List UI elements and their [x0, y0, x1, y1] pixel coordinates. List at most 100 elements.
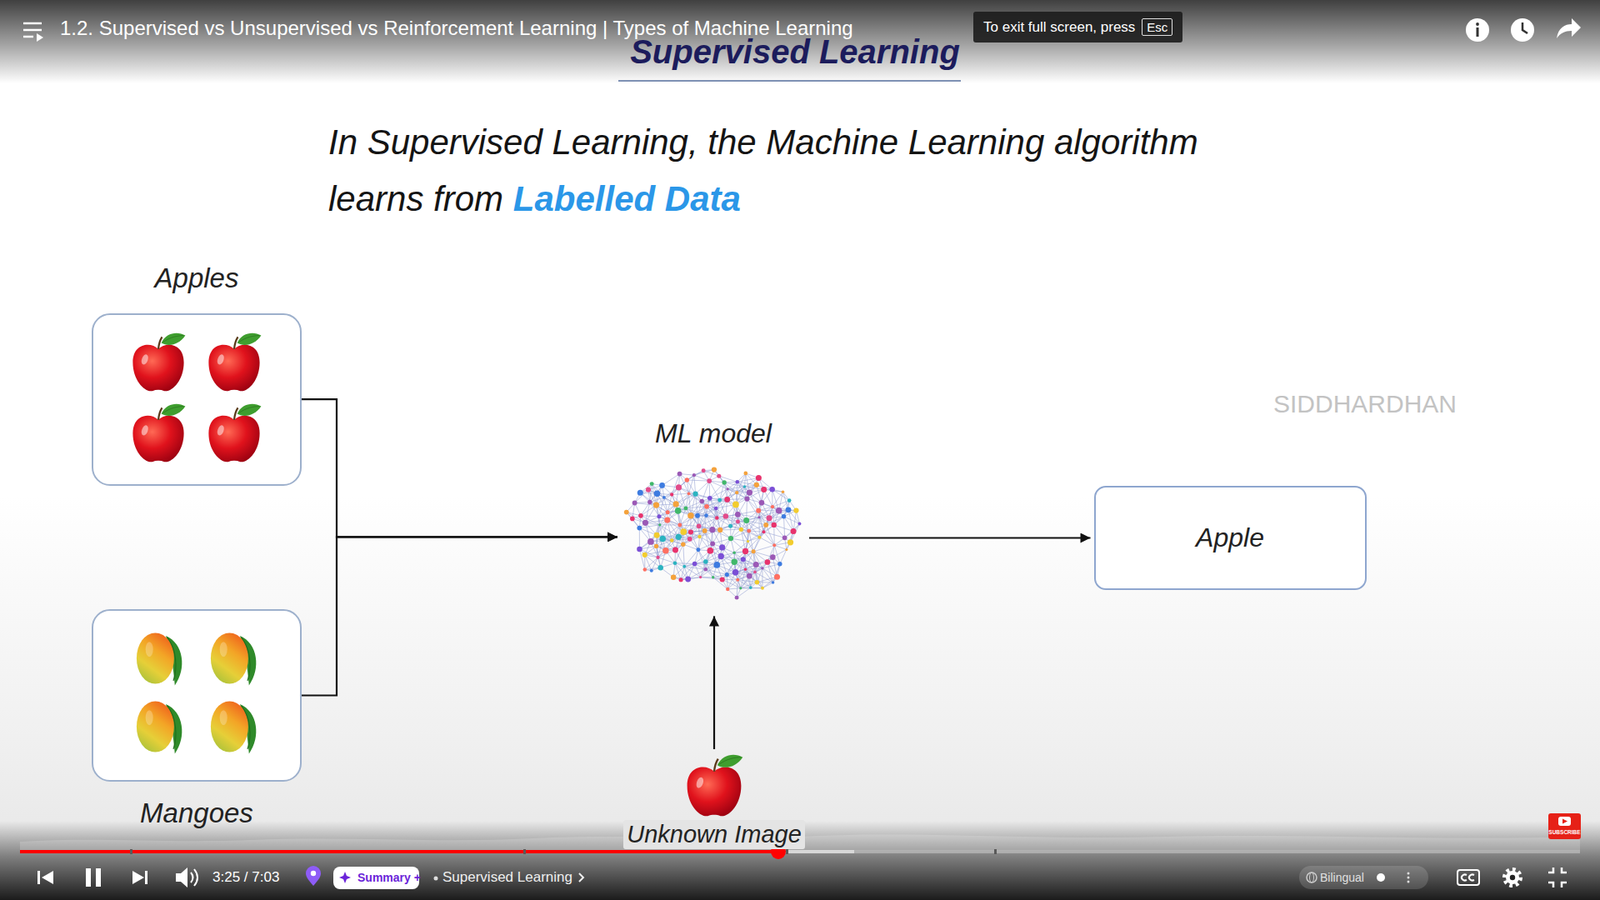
output-label: Apple [1195, 521, 1265, 554]
neural-dot [630, 516, 635, 522]
neural-dot [687, 492, 691, 496]
neural-dot [785, 548, 788, 551]
summary-button: Summary + [357, 870, 421, 885]
neural-dot [777, 561, 782, 566]
fruit-picture [136, 700, 183, 754]
neural-link [753, 551, 773, 558]
subtitle-box: Bilingual [1320, 870, 1365, 885]
neural-link [767, 562, 774, 584]
subtitle-pill [1299, 865, 1429, 890]
neural-dot [781, 490, 785, 495]
volume-icon [175, 867, 198, 888]
neural-dot [685, 576, 691, 583]
neural-link [701, 501, 716, 509]
subscribe-badge [1562, 819, 1568, 825]
neural-dot [677, 471, 683, 477]
fruit-picture [208, 403, 261, 462]
flow-arrow [301, 536, 618, 695]
subtitle-toggle: Bilingual [1320, 870, 1365, 885]
ml-model: ML model [620, 417, 806, 613]
captions-icon [1457, 870, 1480, 885]
neural-dot [642, 520, 649, 526]
playlist-icon [36, 33, 44, 42]
neural-dot [636, 546, 643, 553]
neural-link [640, 515, 660, 518]
video-title: 1.2. Supervised vs Unsupervised vs Reinf… [60, 16, 854, 40]
neural-dot [751, 550, 756, 555]
neural-dot [717, 498, 722, 503]
slide-text: In Supervised Learning, the Machine Lear… [328, 122, 1199, 219]
progress-bar [523, 849, 526, 855]
output-box: Apple [1094, 485, 1367, 590]
neural-link [758, 490, 764, 511]
settings-icon [1505, 870, 1521, 886]
neural-dot [769, 486, 775, 492]
neural-dot [723, 514, 729, 520]
neural-dot [746, 529, 751, 534]
picture-frame [680, 752, 748, 820]
neural-dot [717, 527, 723, 533]
fruit-illustration [93, 610, 300, 780]
neural-dot [743, 485, 746, 489]
neural-link [639, 549, 645, 570]
chapter-bullet [434, 876, 439, 881]
neural-dot [774, 574, 780, 580]
neural-dot [760, 486, 767, 493]
neural-link [626, 512, 646, 524]
neural-dot [766, 515, 773, 522]
neural-dot [753, 570, 757, 575]
neural-dot [760, 567, 764, 570]
picture-frame [91, 313, 302, 486]
fruit-illustration [93, 315, 300, 485]
pause-button [95, 868, 101, 887]
neural-link [650, 484, 652, 503]
neural-link [662, 474, 680, 486]
neural-dot [659, 535, 666, 543]
neural-dot [670, 539, 675, 544]
neural-link [639, 535, 657, 550]
neural-link [667, 495, 672, 513]
next-button [145, 870, 148, 885]
neural-dot [697, 535, 701, 539]
captions-icon [1461, 875, 1467, 881]
neural-dot [687, 536, 693, 542]
neural-dot [743, 518, 750, 525]
neural-dot [770, 555, 776, 561]
pause-button [85, 868, 91, 887]
neural-dot [642, 552, 648, 558]
watch-later-icon [1510, 18, 1535, 42]
neural-link [722, 562, 735, 580]
progress-bar [20, 850, 779, 854]
neural-dot [797, 522, 801, 526]
neural-dot [771, 522, 777, 528]
info-icon [1475, 22, 1480, 26]
share-icon [1556, 18, 1581, 39]
apples-group: Apples [91, 261, 302, 486]
neural-dot [746, 540, 750, 543]
neural-link [727, 588, 741, 590]
exit-fullscreen-icon [1548, 867, 1567, 888]
flow-arrow [713, 615, 715, 750]
neural-link [640, 493, 656, 506]
group-heading: Apples [155, 261, 240, 295]
neural-dot [683, 506, 688, 511]
neural-dot [732, 501, 740, 509]
neural-dot [759, 500, 765, 506]
neural-dot [696, 524, 702, 530]
neural-dot [624, 510, 630, 515]
neural-dot [739, 527, 744, 532]
neural-link [671, 494, 689, 495]
neural-dot [785, 507, 792, 514]
neural-dot [735, 511, 741, 518]
exit-fullscreen-icon [1561, 882, 1567, 888]
neural-dot [654, 532, 660, 539]
neural-dot [711, 467, 717, 473]
neural-dot [675, 534, 682, 540]
progress-bar [994, 849, 997, 855]
neural-link [774, 545, 787, 550]
neural-dot [728, 524, 733, 529]
neural-dot [710, 541, 715, 547]
subtitle-pill [1407, 876, 1410, 880]
neural-link [735, 565, 757, 573]
neural-dot [638, 513, 644, 519]
